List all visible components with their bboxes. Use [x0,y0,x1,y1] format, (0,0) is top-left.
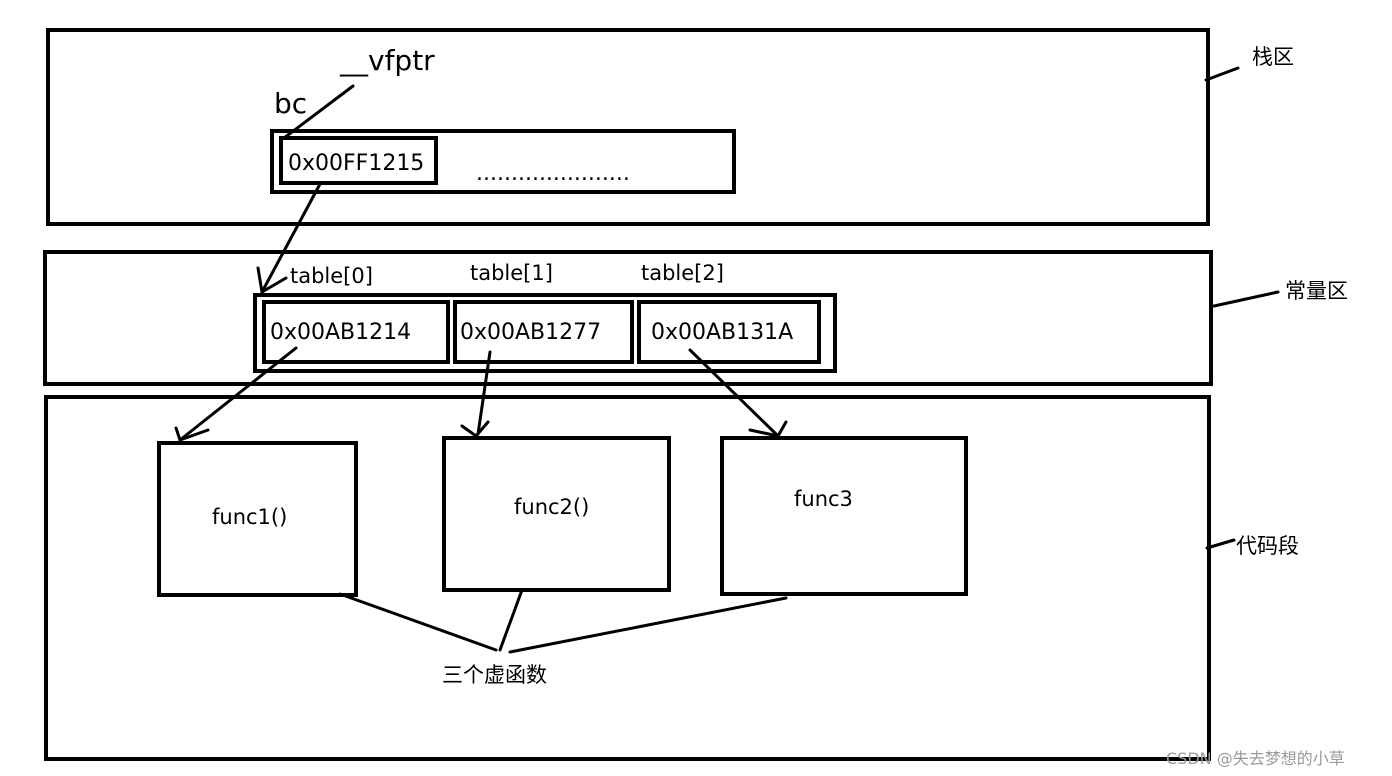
stack-region-label: 栈区 [1252,45,1294,69]
func2-caption-line [498,588,524,652]
vtable-cell-2 [637,300,821,364]
vtable-value-2: 0x00AB131A [651,320,793,345]
func2-label: func2() [514,495,589,519]
vtable-label-2: table[2] [641,261,724,285]
code-segment-label: 代码段 [1236,534,1299,558]
stack-region-pointer-line [1204,66,1240,82]
vfptr-arrowhead [256,266,288,294]
vtable-label-0: table[0] [290,264,373,288]
vfptr-value: 0x00FF1215 [288,151,424,176]
func1-box [157,441,358,597]
func3-box [720,436,968,596]
functions-caption: 三个虚函数 [442,663,547,687]
code-segment-pointer-line [1205,538,1236,550]
object-name-label: bc [274,87,307,120]
entry2-to-func3-arrow [688,348,778,436]
func3-label: func3 [794,487,853,511]
entry1-arrowhead [460,420,490,438]
entry0-arrowhead [174,426,210,442]
func1-caption-line [338,592,498,652]
vtable-cell-1 [453,300,634,364]
object-rest-dots: ...................... [476,161,630,186]
func3-caption-line [508,596,788,654]
entry0-to-func1-arrow [178,346,298,442]
vtable-value-1: 0x00AB1277 [460,320,601,345]
vtable-label-1: table[1] [470,261,553,285]
stack-region-box [46,28,1210,226]
vfptr-name-label: __vfptr [339,44,435,77]
constant-region-box [43,250,1213,386]
object-bc-box [270,129,736,194]
entry1-to-func2-arrow [476,350,492,436]
vtable-value-0: 0x00AB1214 [270,320,411,345]
vfptr-name-pointer-line [282,84,355,140]
vfptr-to-vtable-arrow [260,182,322,294]
watermark-text: CSDN @失去梦想的小草 [1166,749,1345,768]
vtable-box [253,293,837,373]
func2-box [442,436,671,592]
func1-label: func1() [212,505,287,529]
vtable-cell-0 [262,300,450,364]
code-segment-box [44,395,1211,761]
constant-region-pointer-line [1212,290,1280,308]
constant-region-label: 常量区 [1285,279,1348,303]
vfptr-cell [279,136,438,185]
